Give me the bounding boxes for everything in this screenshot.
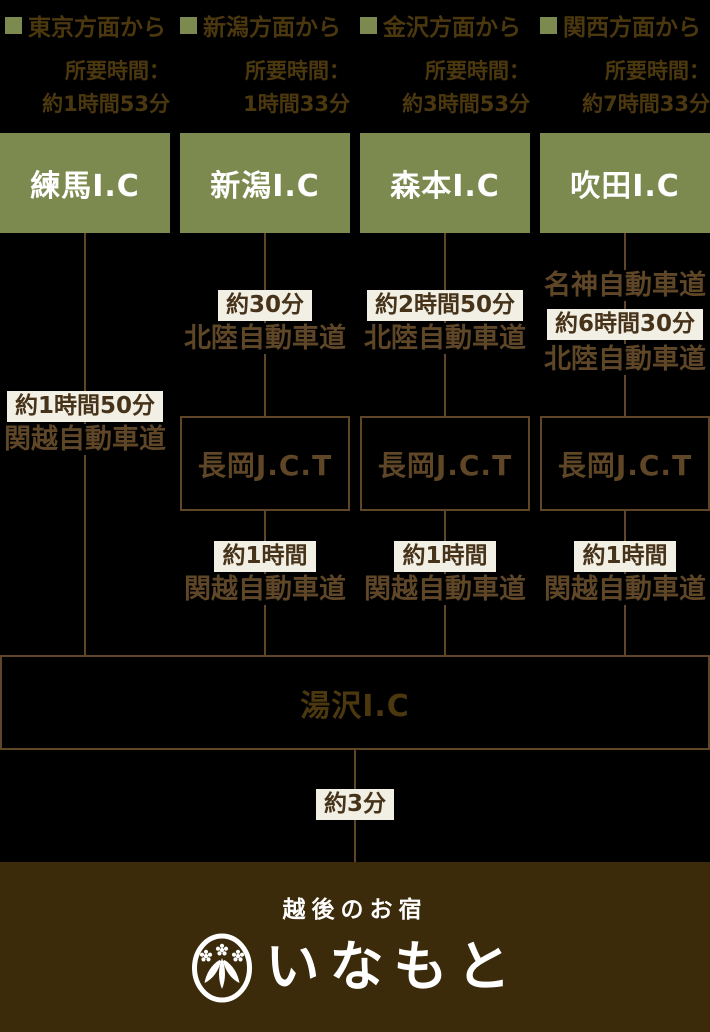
- road-name-row: 名神自動車道: [540, 270, 710, 301]
- road-name: 関越自動車道: [363, 574, 527, 605]
- duration-label: 所要時間：: [425, 59, 530, 83]
- green-square-icon: [180, 16, 197, 34]
- duration-block: 所要時間： 約3時間53分: [360, 55, 530, 121]
- brand-name: いなもと: [265, 935, 521, 998]
- origin-title: 新潟方面から: [180, 8, 350, 42]
- green-square-icon: [540, 16, 557, 34]
- duration-value: 約1時間53分: [42, 92, 170, 116]
- time-badge-row: 約1時間: [180, 541, 350, 572]
- origin-title: 金沢方面から: [360, 8, 530, 42]
- road-name: 北陸自動車道: [183, 323, 347, 354]
- final-time-badge-row: 約3分: [270, 789, 440, 820]
- bamboo-crest-icon: [191, 933, 252, 1003]
- jct-box-nagaoka: 長岡J.C.T: [540, 416, 710, 511]
- origin-label: 金沢方面から: [383, 15, 521, 41]
- green-square-icon: [360, 16, 377, 34]
- ic-box-morimoto: 森本I.C: [360, 133, 530, 233]
- green-square-icon: [5, 16, 22, 34]
- road-name: 関越自動車道: [183, 574, 347, 605]
- time-badge: 約1時間: [574, 541, 676, 572]
- duration-label: 所要時間：: [605, 59, 710, 83]
- jct-box-nagaoka: 長岡J.C.T: [180, 416, 350, 511]
- time-badge: 約1時間50分: [6, 391, 163, 422]
- road-name-row: 関越自動車道: [540, 574, 710, 605]
- ic-box-suita: 吹田I.C: [540, 133, 710, 233]
- time-badge: 約6時間30分: [546, 309, 703, 340]
- road-name: 名神自動車道: [543, 270, 707, 301]
- time-badge-row: 約1時間: [540, 541, 710, 572]
- ic-box-niigata: 新潟I.C: [180, 133, 350, 233]
- origin-header-kansai: 関西方面から 所要時間： 約7時間33分: [540, 8, 710, 121]
- origin-title: 関西方面から: [540, 8, 710, 42]
- time-badge-row: 約6時間30分: [540, 309, 710, 340]
- footer-tagline: 越後のお宿: [282, 897, 428, 923]
- time-badge-row: 約1時間: [360, 541, 530, 572]
- duration-value: 1時間33分: [243, 92, 350, 116]
- time-badge-row: 約2時間50分: [360, 290, 530, 321]
- duration-label: 所要時間：: [65, 59, 170, 83]
- origin-label: 東京方面から: [28, 15, 166, 41]
- time-badge: 約3分: [315, 789, 394, 820]
- origin-title: 東京方面から: [5, 8, 170, 42]
- road-name-row: 北陸自動車道: [540, 344, 710, 375]
- road-name: 北陸自動車道: [543, 344, 707, 375]
- brand-row: いなもと: [190, 930, 521, 1004]
- origin-header-niigata: 新潟方面から 所要時間： 1時間33分: [180, 8, 350, 121]
- road-name-row: 関越自動車道: [0, 424, 170, 455]
- time-badge-row: 約30分: [180, 290, 350, 321]
- duration-block: 所要時間： 約1時間53分: [5, 55, 170, 121]
- road-name: 関越自動車道: [3, 424, 167, 455]
- origin-header-kanazawa: 金沢方面から 所要時間： 約3時間53分: [360, 8, 530, 121]
- time-badge-row: 約1時間50分: [0, 391, 170, 422]
- ic-box-nerima: 練馬I.C: [0, 133, 170, 233]
- road-name-row: 関越自動車道: [180, 574, 350, 605]
- road-name-row: 北陸自動車道: [360, 323, 530, 354]
- time-badge: 約1時間: [214, 541, 316, 572]
- time-badge: 約30分: [217, 290, 312, 321]
- road-name: 北陸自動車道: [363, 323, 527, 354]
- duration-block: 所要時間： 約7時間33分: [540, 55, 710, 121]
- road-name-row: 北陸自動車道: [180, 323, 350, 354]
- road-name: 関越自動車道: [543, 574, 707, 605]
- time-badge: 約1時間: [394, 541, 496, 572]
- origin-label: 関西方面から: [563, 15, 701, 41]
- origin-label: 新潟方面から: [203, 15, 341, 41]
- duration-block: 所要時間： 1時間33分: [180, 55, 350, 121]
- road-name-row: 関越自動車道: [360, 574, 530, 605]
- footer: 越後のお宿: [0, 862, 710, 1032]
- jct-box-nagaoka: 長岡J.C.T: [360, 416, 530, 511]
- origin-header-tokyo: 東京方面から 所要時間： 約1時間53分: [5, 8, 170, 121]
- time-badge: 約2時間50分: [366, 290, 523, 321]
- ic-box-yuzawa: 湯沢I.C: [0, 655, 710, 750]
- duration-label: 所要時間：: [245, 59, 350, 83]
- duration-value: 約7時間33分: [582, 92, 710, 116]
- duration-value: 約3時間53分: [402, 92, 530, 116]
